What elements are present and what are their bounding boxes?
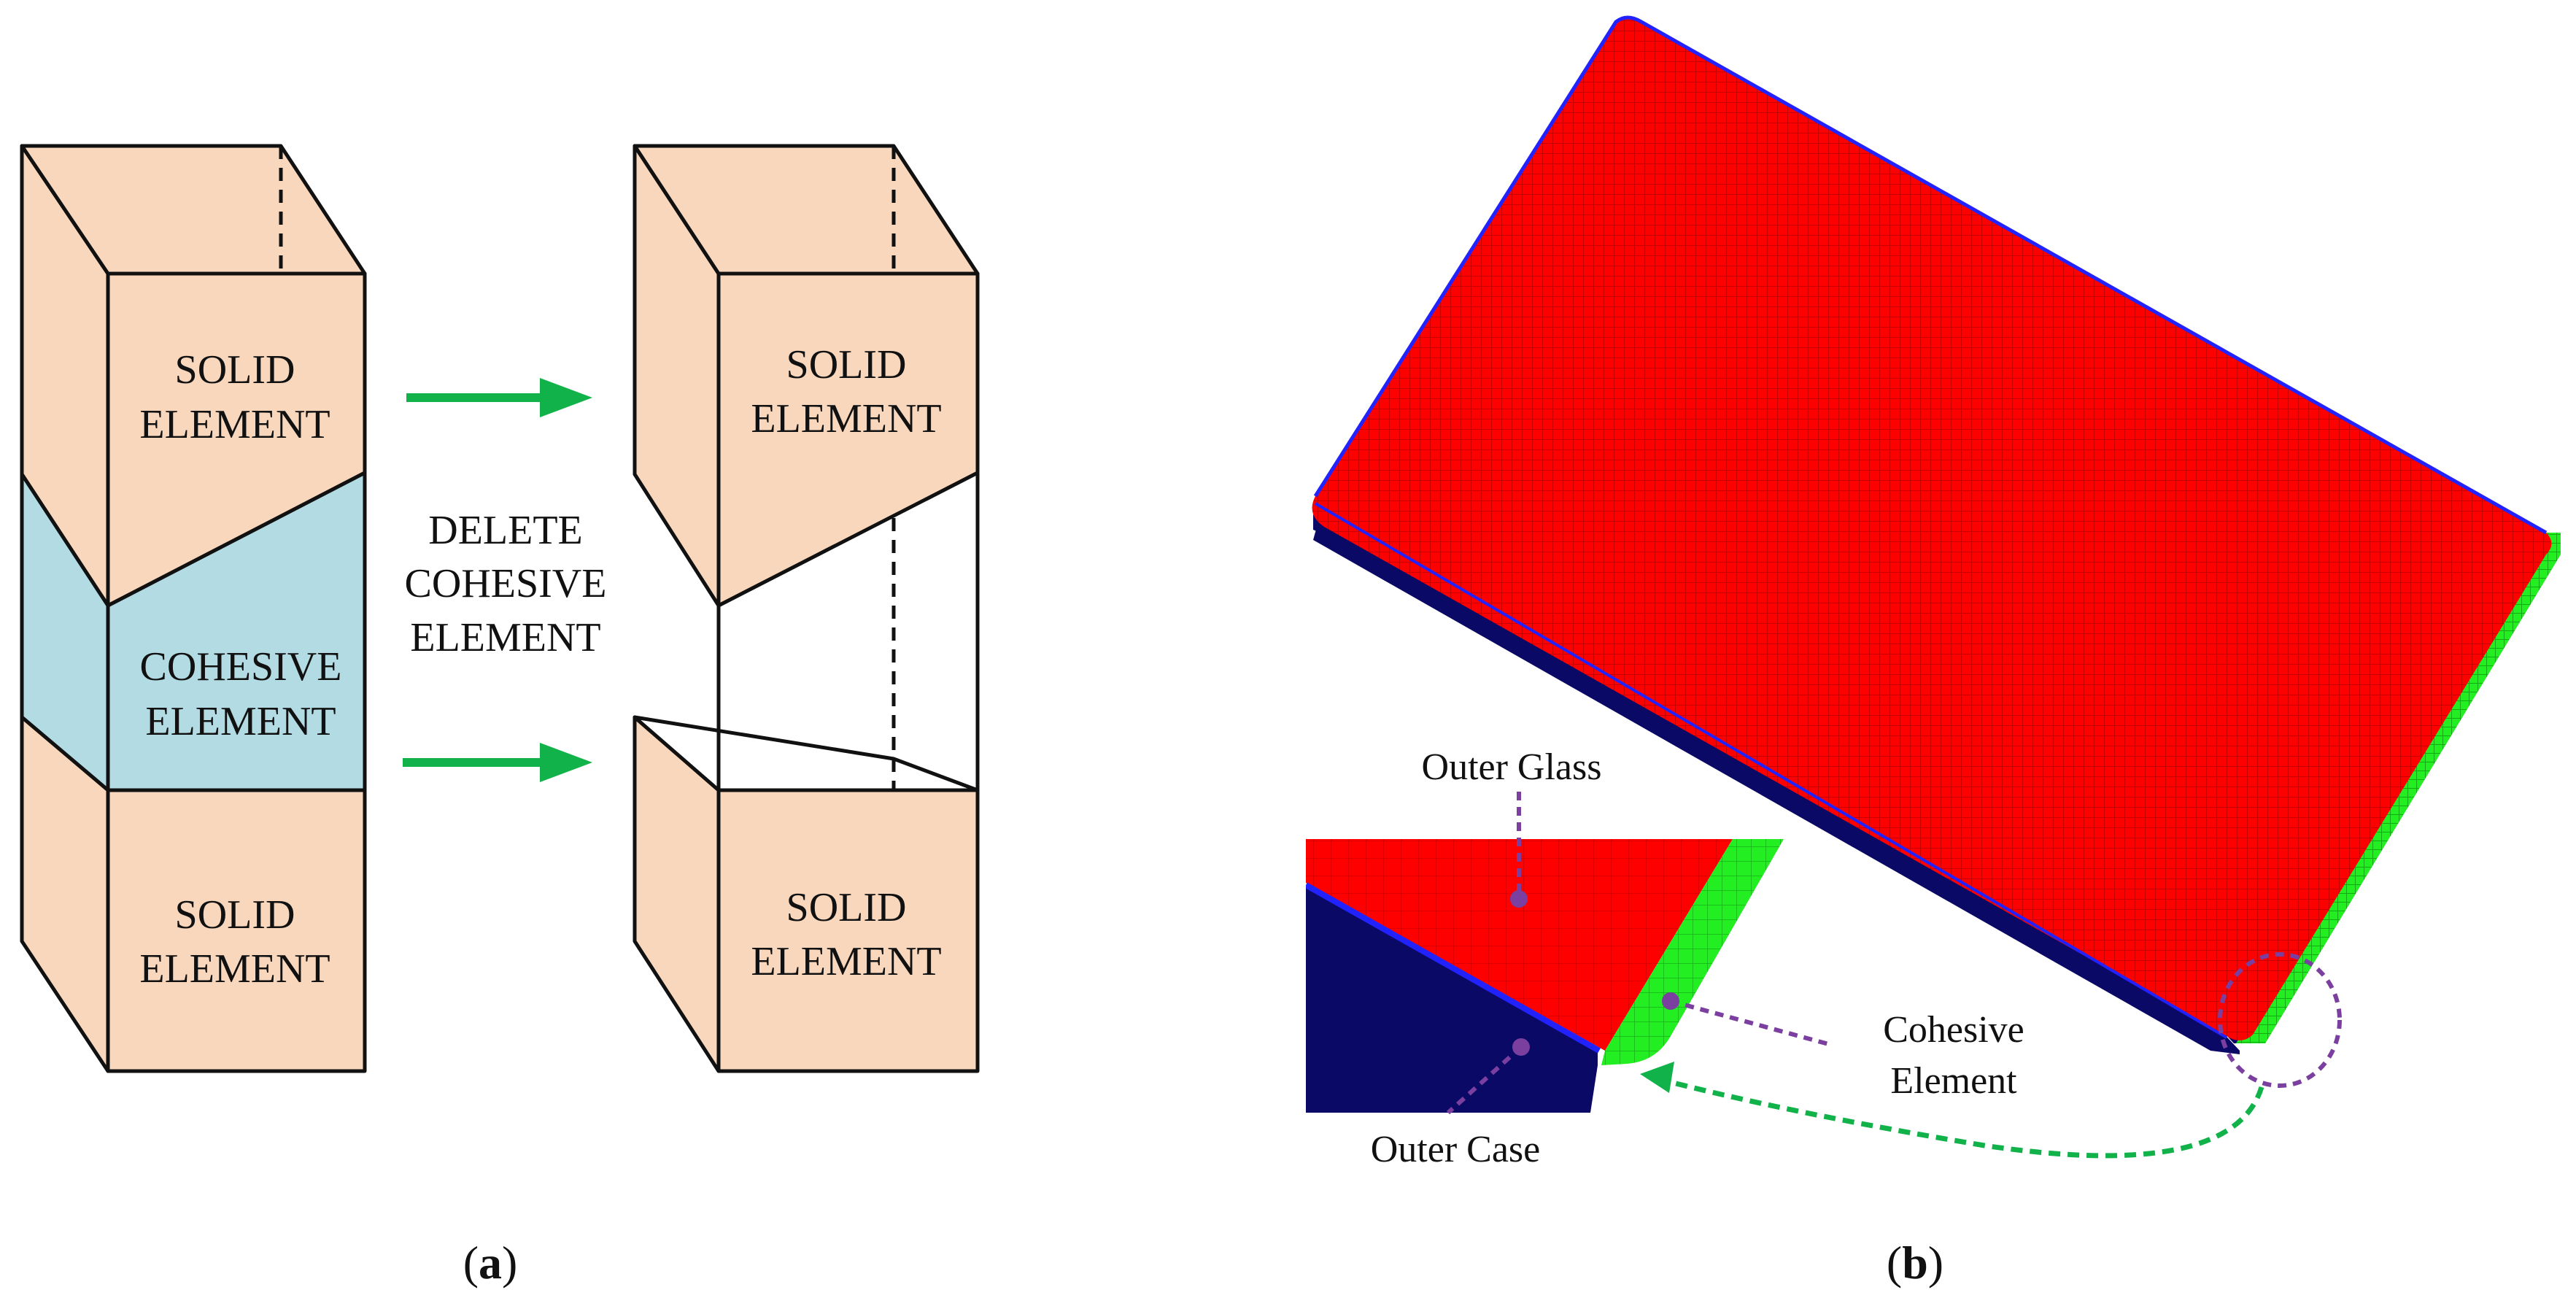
inset-cohesive-element xyxy=(1601,839,1784,1065)
left-bottom-solid-label-1: SOLID xyxy=(175,892,295,938)
glass-blue-outline xyxy=(1313,15,2548,535)
left-cohesive-label-2: ELEMENT xyxy=(145,699,336,744)
cohesive-element-label-2: Element xyxy=(1890,1060,2017,1102)
outer-case-bottom-edge xyxy=(1313,527,2240,1054)
zoom-arrow-head xyxy=(1640,1062,1674,1093)
right-bottom-solid-label-1: SOLID xyxy=(786,885,907,930)
right-element-stack xyxy=(633,144,980,1073)
annotation-leaders xyxy=(1446,792,2342,1115)
zoom-inset xyxy=(1306,839,1784,1113)
outer-glass-surface xyxy=(1312,18,2552,1041)
caption-b: (b) xyxy=(1887,1237,1943,1289)
left-bottom-solid-label-2: ELEMENT xyxy=(139,946,330,992)
delete-cohesive-label-3: ELEMENT xyxy=(410,615,600,660)
right-top-solid-label-1: SOLID xyxy=(786,342,907,387)
left-top-solid-label-1: SOLID xyxy=(175,347,295,393)
left-top-solid-label-2: ELEMENT xyxy=(139,402,330,447)
left-cohesive-label-1: COHESIVE xyxy=(140,644,342,689)
left-element-stack xyxy=(20,144,367,1073)
delete-cohesive-label-2: COHESIVE xyxy=(405,561,607,606)
right-stack-bottom-solid-front xyxy=(716,788,980,1073)
inset-blue-edge xyxy=(1306,882,1601,1054)
outer-case-leader xyxy=(1446,1045,1523,1115)
inset-outer-case xyxy=(1306,886,1598,1113)
cohesive-leader xyxy=(1670,999,1832,1047)
glass-blue-bottom-edge xyxy=(1314,502,2228,1039)
outer-case-label: Outer Case xyxy=(1371,1129,1540,1170)
right-bottom-solid-label-2: ELEMENT xyxy=(751,939,941,984)
cohesive-element-label-1: Cohesive xyxy=(1883,1009,2024,1051)
panel-a: SOLID ELEMENT COHESIVE ELEMENT SOLID ELE… xyxy=(20,144,980,1289)
inset-outer-glass xyxy=(1306,839,1733,1051)
left-stack-bottom-solid-front xyxy=(106,788,367,1073)
outer-glass-marker xyxy=(1510,890,1528,908)
zoom-arrow xyxy=(1655,1075,2264,1159)
panel-b: Outer Glass Cohesive Element Outer Case … xyxy=(1306,15,2561,1289)
cohesive-marker xyxy=(1662,992,1679,1010)
right-top-solid-label-2: ELEMENT xyxy=(751,396,941,441)
zoom-circle xyxy=(2218,952,2342,1088)
outer-glass-label: Outer Glass xyxy=(1422,746,1602,788)
outer-case-marker xyxy=(1512,1038,1530,1056)
top-transition-arrow xyxy=(406,378,592,417)
bottom-transition-arrow xyxy=(403,743,592,782)
caption-a: (a) xyxy=(463,1237,518,1289)
phone-mesh-model xyxy=(1312,15,2561,1054)
delete-cohesive-label-1: DELETE xyxy=(428,508,582,553)
